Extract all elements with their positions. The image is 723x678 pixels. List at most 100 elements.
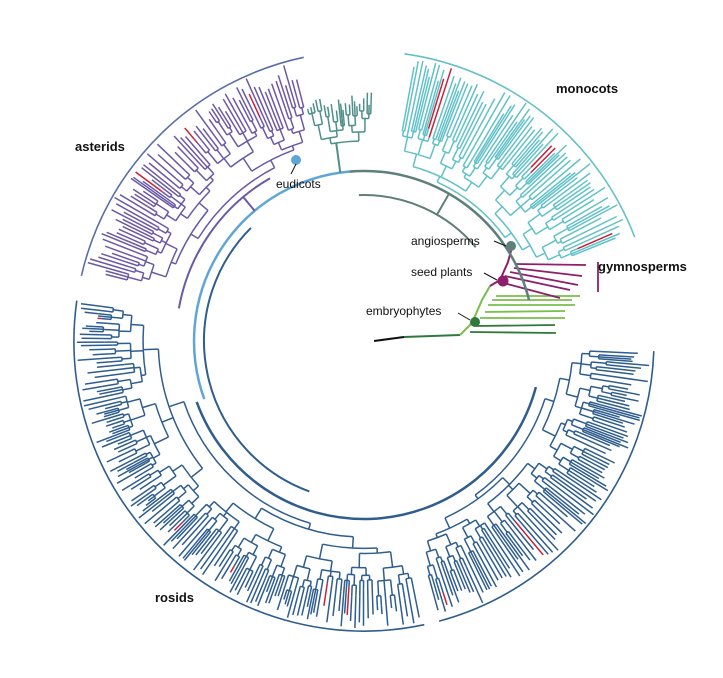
rosid-left-leaf <box>371 587 374 615</box>
rosid-right-leaf <box>516 542 531 561</box>
monocot-branch <box>570 248 578 253</box>
rosid-left-branch <box>302 555 308 568</box>
rosid-left-leaf <box>230 567 241 585</box>
monocot-leaf <box>580 232 621 251</box>
monocot-split <box>440 162 453 170</box>
rosid-left-leaf <box>80 302 101 308</box>
rosid-right-split <box>530 462 540 475</box>
rosid-left-branch <box>351 536 355 549</box>
rosid-left-split <box>134 448 138 454</box>
rosid-left-branch <box>142 402 156 409</box>
monocot-branch <box>423 119 430 136</box>
monocot-leaf <box>575 215 618 238</box>
asterid-leaf <box>291 80 298 98</box>
rosid-left-branch <box>326 575 330 584</box>
monocot-split <box>432 142 439 147</box>
rosid-left-leaf <box>268 582 278 604</box>
rosid-right-branch <box>502 477 511 485</box>
asterid-leaf <box>118 228 137 238</box>
rosid-right-leaf <box>535 513 557 536</box>
asterid-split <box>175 209 209 265</box>
rosid-left-split <box>255 533 282 548</box>
monocot-leaf <box>539 158 581 194</box>
rosid-left-branch <box>145 460 150 464</box>
rosid-right-leaf <box>600 415 624 424</box>
rosid-left-branch <box>148 456 154 461</box>
monocot-leaf <box>578 204 618 227</box>
rosid-left-leaf <box>84 380 105 385</box>
asterid-branch <box>161 239 167 244</box>
asterid-branch <box>135 236 146 242</box>
asterid-leaf <box>212 103 226 124</box>
rosid-left-leaf <box>83 396 122 407</box>
monocot-split <box>462 171 471 177</box>
monocot-branch <box>524 206 532 213</box>
rosid-left-branch <box>104 409 119 415</box>
monocot-leaf <box>527 152 567 189</box>
rosid-right-leaf <box>498 528 530 571</box>
monocot-leaf <box>530 147 556 174</box>
asterid-branch <box>142 254 148 258</box>
rosid-left-branch <box>218 519 229 532</box>
rosid-left-branch <box>111 411 120 416</box>
rosid-left-leaf <box>246 578 258 603</box>
rosid-left-branch <box>397 574 401 585</box>
rosid-right-branch <box>601 390 612 395</box>
rosid-left-leaf <box>338 591 342 611</box>
asterid-leaf <box>177 145 189 158</box>
asterid-leaf <box>122 218 142 230</box>
rosid-right-branch <box>486 515 495 526</box>
rosid-right-branch <box>608 384 623 389</box>
monocot-leaf <box>494 121 518 154</box>
asterid-branch <box>151 271 167 278</box>
rosid-right-branch <box>526 496 534 503</box>
monocot-branch <box>490 167 501 180</box>
rosid-left-branch <box>278 546 283 553</box>
asterid-branch <box>198 202 209 211</box>
monocot-branch <box>512 166 520 175</box>
asterid-branch <box>150 203 155 208</box>
rosid-left-leaf <box>250 577 263 604</box>
asterid-branch <box>133 239 145 246</box>
rosid-left-branch <box>405 578 408 586</box>
rosid-left-branch <box>142 484 155 494</box>
monocots-arc <box>404 53 636 238</box>
rosid-right-branch <box>505 514 517 528</box>
rosid-right-branch <box>517 512 526 522</box>
monocot-branch <box>449 128 455 138</box>
monocot-branch <box>466 157 474 169</box>
rosid-right-branch <box>552 470 566 481</box>
rosid-right-branch <box>553 455 562 462</box>
rosid-right-leaf <box>582 474 609 492</box>
rosid-left-branch <box>292 565 298 577</box>
rosid-left-branch <box>271 577 276 585</box>
rosid-right-branch <box>529 507 537 515</box>
rosid-left-branch <box>102 382 119 388</box>
monocot-branch <box>523 172 532 180</box>
basal-eudicot-branch <box>347 114 350 126</box>
rosid-left-branch <box>314 578 319 590</box>
rosid-left-leaf <box>358 596 361 623</box>
rosid-left-branch <box>126 442 138 449</box>
asterid-branch <box>180 203 186 208</box>
asterid-branch <box>140 227 153 235</box>
monocot-branch <box>558 248 565 253</box>
rosid-right-branch <box>435 548 440 558</box>
clade-nodes <box>291 155 516 327</box>
land-plant-backbone <box>459 285 491 336</box>
rosid-right-leaf <box>602 419 625 428</box>
monocot-split <box>436 181 506 238</box>
monocot-branch <box>516 171 522 179</box>
asterid-branch <box>153 239 161 244</box>
rosid-left-branch <box>124 362 134 366</box>
rosid-left-branch <box>88 325 104 328</box>
asterid-branch <box>152 227 158 231</box>
rosid-right-split <box>426 548 437 553</box>
rosid-right-leaf <box>513 543 524 557</box>
rosid-right-split <box>562 419 569 431</box>
asterid-leaf <box>174 151 187 164</box>
monocot-leaf <box>516 131 544 163</box>
rosid-left-leaf <box>296 601 302 616</box>
label-eudicots: eudicots <box>276 177 321 191</box>
